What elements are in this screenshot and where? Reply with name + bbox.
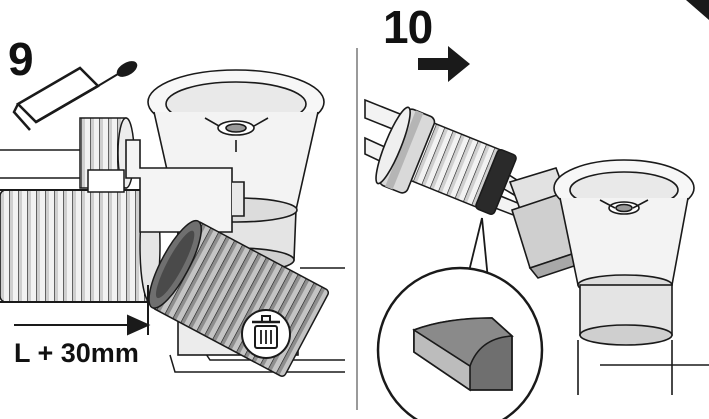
union-nut bbox=[375, 106, 436, 194]
corrugated-drain-hose bbox=[0, 189, 161, 303]
seal-detail-icon bbox=[376, 266, 544, 419]
sealing-ring bbox=[475, 149, 517, 215]
step-10-panel bbox=[364, 46, 709, 419]
step-number-9: 9 bbox=[8, 33, 34, 85]
hacksaw-icon bbox=[12, 61, 138, 131]
sink-strainer-basket-2 bbox=[553, 159, 709, 395]
step-number-10: 10 bbox=[383, 1, 433, 53]
step-9-panel bbox=[0, 61, 345, 377]
trash-bin-icon bbox=[241, 309, 291, 359]
connector-fitting bbox=[508, 167, 588, 279]
push-arrow-icon bbox=[418, 46, 470, 82]
cut-length-label: L + 30mm bbox=[14, 338, 139, 368]
length-dimension-arrow bbox=[14, 285, 151, 336]
corner-mark bbox=[686, 0, 709, 20]
ribbed-pipe-stub bbox=[79, 117, 135, 193]
